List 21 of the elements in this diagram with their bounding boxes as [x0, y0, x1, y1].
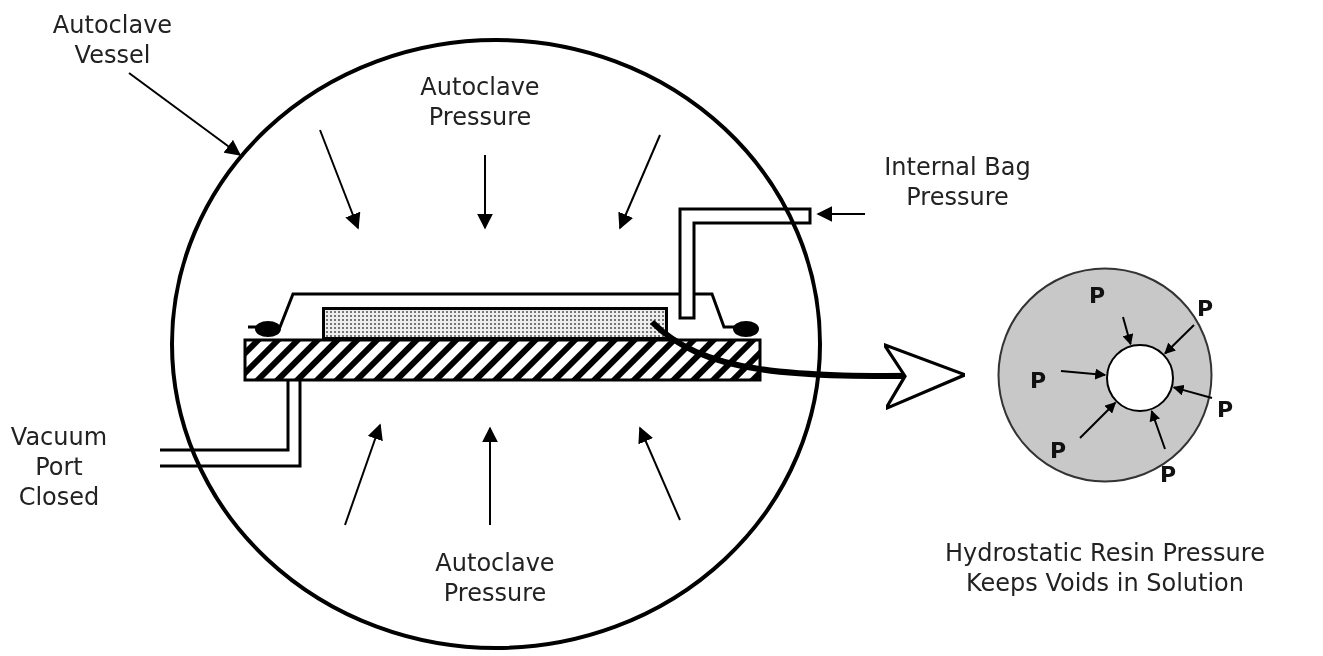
port-label: Vacuum Port Closed: [9, 422, 109, 512]
pressure-arrow: [1060, 368, 1107, 380]
caption-text: Hydrostatic Resin Pressure Keeps Voids in Solution: [944, 538, 1266, 598]
pressure-symbol: P: [1089, 284, 1106, 308]
pressure-symbol: P: [1030, 369, 1047, 393]
pressure-symbol: P: [1217, 398, 1234, 422]
pressure-arrow: [1149, 409, 1166, 450]
pressure-label: Autoclave Pressure: [419, 72, 541, 132]
pressure-arrow: [1172, 384, 1213, 399]
laminate-layer: [322, 307, 668, 340]
pressure-arrow: [1164, 324, 1195, 355]
pressure-label: Autoclave Pressure: [434, 548, 556, 608]
pressure-arrow: [1079, 401, 1117, 439]
callout-label: Autoclave Vessel: [51, 10, 174, 70]
pressure-symbol: P: [1050, 439, 1067, 463]
pressure-symbol: P: [1160, 463, 1177, 487]
pressure-label: Internal Bag Pressure: [883, 152, 1032, 212]
pressure-arrow: [1122, 316, 1134, 346]
pressure-symbol: P: [1197, 297, 1214, 321]
callout-arrow: [650, 319, 967, 410]
leader-arrow: [128, 72, 242, 156]
